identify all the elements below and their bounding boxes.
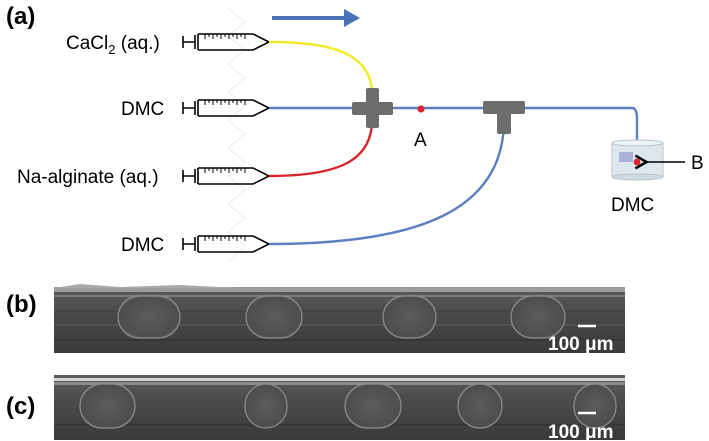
label-point-b: B [691, 153, 704, 174]
label-point-a: A [414, 130, 427, 151]
label-dmc-bottom: DMC [121, 235, 164, 256]
micrograph-b [54, 284, 625, 353]
tube-cacl2 [268, 40, 374, 96]
collection-dish [611, 139, 664, 181]
cross-junction [352, 88, 393, 128]
tube-alginate [268, 119, 374, 178]
syringe-dmc-bottom [182, 235, 271, 253]
tube-outlet [631, 106, 639, 160]
background-zigzag [227, 7, 246, 263]
tube-dmc-bottom [268, 119, 506, 246]
label-cacl2: CaCl2 (aq.) [66, 33, 160, 57]
t-junction [483, 101, 525, 134]
scale-bar-label-c: 100 μm [548, 422, 614, 441]
syringe-cacl2 [182, 33, 271, 51]
syringe-dmc-top [182, 99, 271, 117]
panel-label-a: (a) [6, 3, 35, 30]
label-dmc-top: DMC [121, 99, 164, 120]
label-alginate: Na-alginate (aq.) [17, 167, 159, 188]
syringe-alginate [182, 167, 271, 185]
scale-bar-label-b: 100 μm [548, 334, 614, 355]
marker-point-a [417, 105, 425, 113]
label-collector: DMC [611, 195, 654, 216]
micrograph-c [54, 375, 625, 440]
panel-label-c: (c) [6, 393, 35, 420]
marker-point-b [633, 158, 641, 166]
flow-direction-arrow [272, 9, 360, 27]
panel-label-b: (b) [6, 291, 37, 318]
